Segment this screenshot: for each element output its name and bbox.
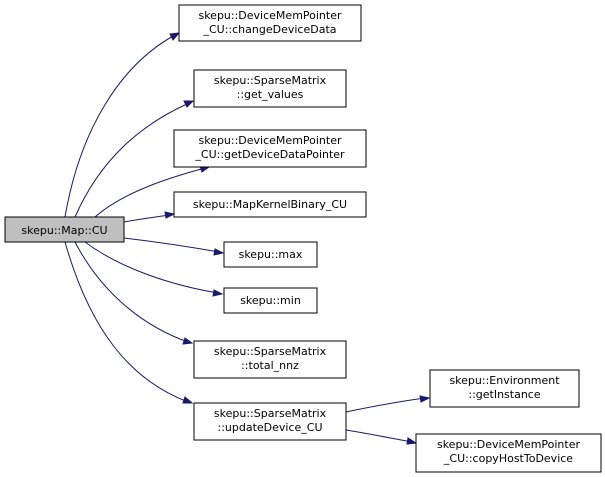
node-copy-host-to-device-label-line-1: skepu::DeviceMemPointer: [437, 438, 581, 451]
node-update-device-cu[interactable]: skepu::SparseMatrix ::updateDevice_CU: [193, 402, 347, 441]
edge-update-device-cu-to-copy-host-to-device: [345, 429, 418, 445]
node-map-cu[interactable]: skepu::Map::CU: [4, 216, 125, 243]
node-max[interactable]: skepu::max: [223, 241, 318, 268]
node-get-device-data-pointer-label-line-1: skepu::DeviceMemPointer: [198, 134, 342, 147]
node-get-values-label-line-2: ::get_values: [237, 88, 304, 101]
edge-map-cu-to-map-kernel-binary-cu: [123, 211, 176, 223]
edge-map-cu-to-total-nnz: [74, 241, 194, 345]
edge-map-cu-to-get-values: [74, 100, 195, 218]
node-get-instance-label-line-1: skepu::Environment: [449, 374, 560, 387]
node-change-device-data[interactable]: skepu::DeviceMemPointer _CU::changeDevic…: [178, 4, 362, 42]
node-total-nnz-label-line-2: ::total_nnz: [241, 359, 299, 372]
node-get-device-data-pointer-label-line-2: _CU::getDeviceDataPointer: [194, 148, 345, 161]
edge-map-cu-to-max: [123, 237, 225, 256]
node-get-instance[interactable]: skepu::Environment ::getInstance: [429, 369, 580, 408]
node-max-label: skepu::max: [239, 248, 303, 261]
node-map-kernel-binary-cu-label: skepu::MapKernelBinary_CU: [193, 198, 347, 211]
node-copy-host-to-device-label-line-2: _CU::copyHostToDevice: [443, 452, 573, 465]
edge-map-cu-to-min: [84, 241, 224, 297]
node-min-label: skepu::min: [240, 294, 301, 307]
node-min[interactable]: skepu::min: [223, 287, 318, 314]
node-total-nnz[interactable]: skepu::SparseMatrix ::total_nnz: [193, 340, 347, 379]
node-copy-host-to-device[interactable]: skepu::DeviceMemPointer _CU::copyHostToD…: [415, 433, 602, 473]
edge-map-cu-to-change-device-data: [64, 32, 181, 218]
node-total-nnz-label-line-1: skepu::SparseMatrix: [214, 345, 327, 358]
node-get-device-data-pointer[interactable]: skepu::DeviceMemPointer _CU::getDeviceDa…: [173, 129, 367, 168]
node-map-kernel-binary-cu[interactable]: skepu::MapKernelBinary_CU: [173, 191, 367, 218]
node-change-device-data-label-line-2: _CU::changeDeviceData: [202, 23, 336, 36]
node-update-device-cu-label-line-1: skepu::SparseMatrix: [214, 407, 327, 420]
node-change-device-data-label-line-1: skepu::DeviceMemPointer: [198, 9, 342, 22]
node-get-values[interactable]: skepu::SparseMatrix ::get_values: [193, 69, 347, 108]
edge-update-device-cu-to-get-instance: [345, 395, 431, 413]
edge-map-cu-to-update-device-cu: [64, 241, 194, 404]
node-map-cu-label: skepu::Map::CU: [21, 224, 107, 237]
node-get-instance-label-line-2: ::getInstance: [468, 388, 540, 401]
node-update-device-cu-label-line-2: ::updateDevice_CU: [217, 421, 322, 434]
node-get-values-label-line-1: skepu::SparseMatrix: [214, 74, 327, 87]
